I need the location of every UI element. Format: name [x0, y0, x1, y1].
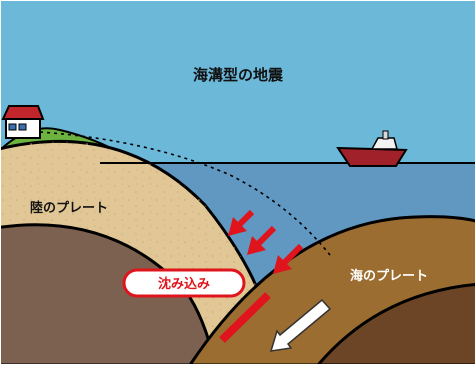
push-arrow-1 — [228, 209, 255, 236]
land-plate-label: 陸のプレート — [30, 200, 108, 216]
ocean-plate-label: 海のプレート — [350, 268, 428, 284]
subduction-label-badge: 沈み込み — [122, 268, 246, 298]
subduction-label: 沈み込み — [158, 276, 210, 292]
push-arrow-3 — [273, 243, 304, 274]
house-icon — [1, 105, 45, 139]
push-arrow-2 — [247, 225, 277, 255]
subduction-zone-line — [219, 292, 271, 343]
movement-arrow-icon — [269, 298, 332, 352]
boat-icon — [336, 130, 408, 167]
deformation-dotted-line — [39, 131, 331, 256]
ocean-plate-lower-layer — [316, 282, 476, 365]
diagram-title: 海溝型の地震 — [193, 66, 284, 84]
